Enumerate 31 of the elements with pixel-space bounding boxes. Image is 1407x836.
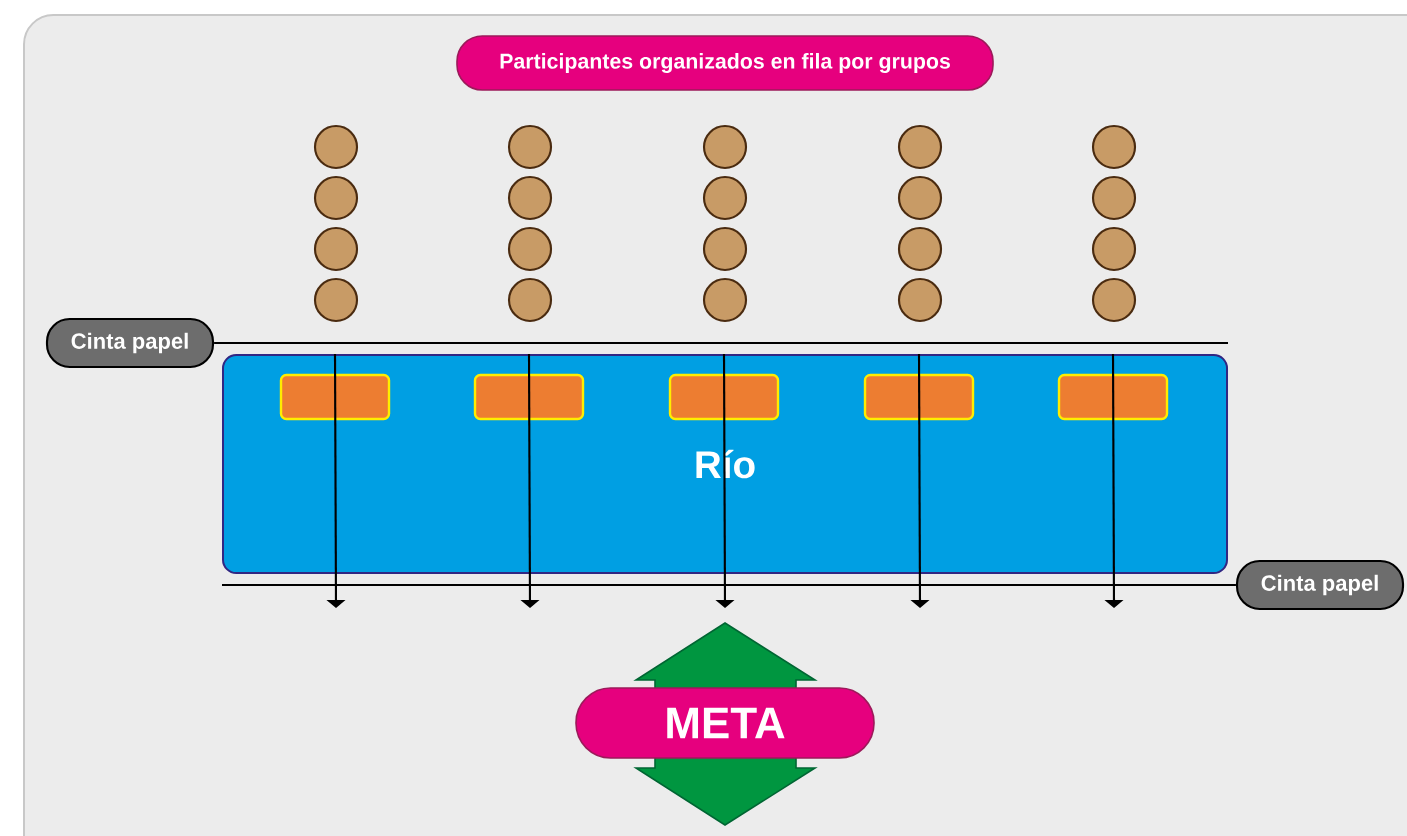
raft-box bbox=[279, 373, 391, 421]
tape-label: Cinta papel bbox=[45, 317, 215, 369]
participant-circle bbox=[702, 226, 748, 272]
participant-circle bbox=[313, 124, 359, 170]
participant-circle bbox=[507, 226, 553, 272]
raft-box bbox=[1057, 373, 1169, 421]
participant-circle bbox=[313, 277, 359, 323]
participant-circle bbox=[702, 124, 748, 170]
participant-circle bbox=[702, 277, 748, 323]
raft-box bbox=[668, 373, 780, 421]
participant-circle bbox=[897, 175, 943, 221]
raft-box bbox=[863, 373, 975, 421]
participant-circle bbox=[1091, 124, 1137, 170]
participant-circle bbox=[507, 277, 553, 323]
tape-line bbox=[222, 583, 1236, 587]
participant-circle bbox=[702, 175, 748, 221]
participant-circle bbox=[897, 277, 943, 323]
title-banner: Participantes organizados en fila por grupos bbox=[456, 35, 994, 91]
participant-circle bbox=[507, 175, 553, 221]
participant-circle bbox=[313, 175, 359, 221]
participant-circle bbox=[1091, 226, 1137, 272]
tape-label: Cinta papel bbox=[1235, 559, 1405, 611]
participant-circle bbox=[897, 124, 943, 170]
tape-line bbox=[214, 341, 1228, 345]
participant-circle bbox=[1091, 277, 1137, 323]
participant-circle bbox=[507, 124, 553, 170]
participant-circle bbox=[313, 226, 359, 272]
raft-box bbox=[473, 373, 585, 421]
participant-circle bbox=[897, 226, 943, 272]
goal-banner: META bbox=[575, 687, 875, 759]
participant-circle bbox=[1091, 175, 1137, 221]
